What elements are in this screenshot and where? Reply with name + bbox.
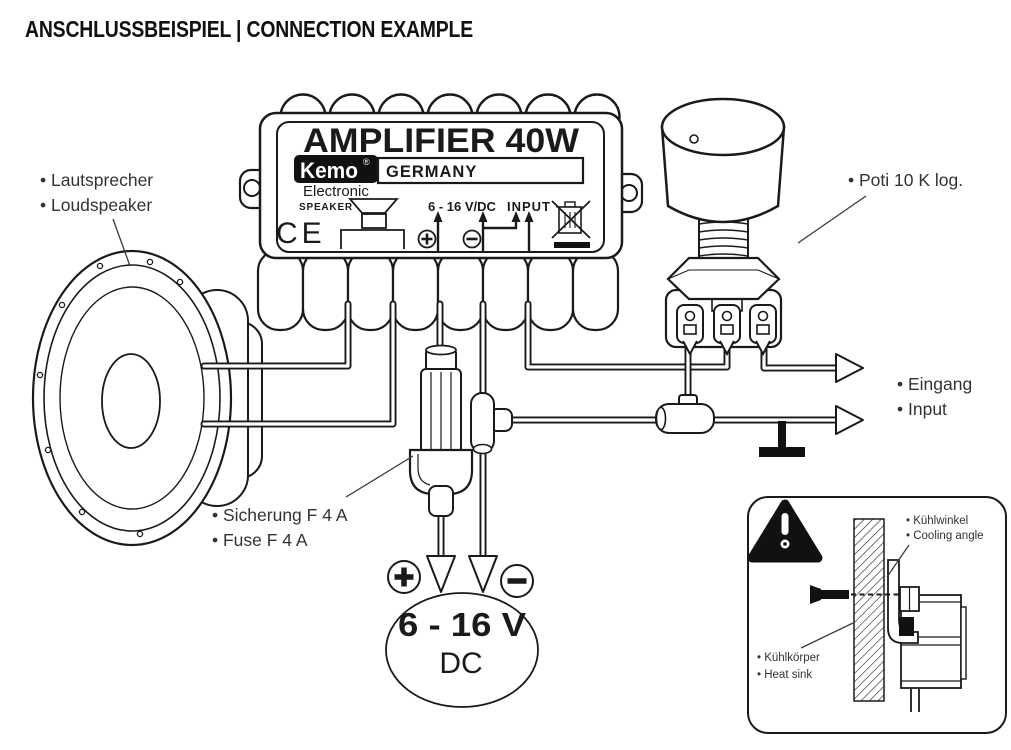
wiring xyxy=(200,300,864,562)
poti-knob-top xyxy=(660,97,786,157)
amplifier-module: AMPLIFIER 40W Kemo ® GERMANY Electronic … xyxy=(238,93,644,332)
fuse-holder xyxy=(408,344,474,517)
label-bracket-en: • Cooling angle xyxy=(906,530,984,542)
supply-arrow-plus xyxy=(426,555,456,593)
page-title: ANSCHLUSSBEISPIEL | CONNECTION EXAMPLE xyxy=(25,16,473,42)
potentiometer xyxy=(660,97,786,357)
amplifier-faceplate xyxy=(276,121,605,253)
poti-lug xyxy=(676,304,704,357)
speaker-port-label: SPEAKER xyxy=(299,202,353,213)
poti-lug xyxy=(749,304,777,357)
wire-speaker-2 xyxy=(202,302,395,426)
amplifier-name-text: AMPLIFIER 40W xyxy=(303,122,580,160)
label-loudspeaker-en: • Loudspeaker xyxy=(40,195,152,215)
poti-indicator-dot xyxy=(689,134,699,144)
supply-dc-text: DC xyxy=(439,647,482,680)
electronic-text: Electronic xyxy=(303,183,369,200)
power-port-label: 6 - 16 V/DC xyxy=(428,199,497,214)
leader-poti xyxy=(797,195,867,244)
label-fuse-en: • Fuse F 4 A xyxy=(212,530,308,550)
minus-terminal-icon xyxy=(500,564,534,598)
registered-mark: ® xyxy=(363,157,370,167)
loudspeaker-drawing xyxy=(31,249,263,547)
input-arrow-bottom xyxy=(835,405,864,435)
ground-icon xyxy=(759,421,805,457)
cooling-bracket xyxy=(887,559,920,644)
poti-lug xyxy=(713,304,741,357)
callout-labels: • Lautsprecher • Loudspeaker • Poti 10 K… xyxy=(40,170,972,550)
label-bracket-de: • Kühlwinkel xyxy=(906,515,968,527)
speaker-dust-cap xyxy=(101,353,161,449)
kemo-logo: Kemo ® xyxy=(294,155,378,183)
label-loudspeaker-de: • Lautsprecher xyxy=(40,170,153,190)
speaker-mounting-holes xyxy=(36,258,184,538)
warning-triangle-icon xyxy=(747,499,823,563)
supply-voltage-text: 6 - 16 V xyxy=(398,606,526,643)
screw-icon xyxy=(810,585,901,604)
wire-poti-to-input xyxy=(762,347,840,370)
label-heatsink-de: • Kühlkörper xyxy=(757,652,820,664)
power-supply: 6 - 16 V DC xyxy=(385,555,539,708)
wire-input-to-wiper xyxy=(526,302,729,369)
label-input-de: • Eingang xyxy=(897,374,972,394)
plus-icon xyxy=(417,229,437,249)
label-poti: • Poti 10 K log. xyxy=(848,170,963,190)
supply-arrow-minus xyxy=(468,555,498,593)
heatsink-inset: • Kühlwinkel • Cooling angle • Kühlkörpe… xyxy=(747,496,1007,734)
leader-loudspeaker xyxy=(112,218,131,267)
plus-terminal-icon xyxy=(387,560,421,594)
leader-bracket xyxy=(886,544,910,578)
input-arrow-top xyxy=(835,353,864,383)
germany-text: GERMANY xyxy=(386,163,477,181)
minus-icon xyxy=(462,229,482,249)
weee-icon xyxy=(551,200,591,248)
speaker-icon xyxy=(340,198,405,249)
label-heatsink-en: • Heat sink xyxy=(757,669,812,681)
panel-arrows xyxy=(433,211,534,251)
leader-fuse xyxy=(345,455,414,498)
ce-mark: CE xyxy=(276,217,326,250)
heatsink-hatch-bar xyxy=(853,518,885,702)
label-input-en: • Input xyxy=(897,399,947,419)
case-bottom-fins xyxy=(256,248,620,332)
supply-circle xyxy=(385,592,539,708)
poti-nut xyxy=(666,256,781,301)
label-fuse-de: • Sicherung F 4 A xyxy=(212,505,348,525)
t-connector-vertical xyxy=(470,392,513,455)
leader-heatsink xyxy=(800,622,854,649)
wire-speaker-1 xyxy=(202,302,350,368)
t-connector-horizontal xyxy=(655,394,715,434)
kemo-logo-text: Kemo xyxy=(300,158,358,183)
germany-badge: GERMANY xyxy=(376,156,585,185)
speaker-cone xyxy=(59,286,205,510)
input-port-label: INPUT xyxy=(507,199,551,214)
